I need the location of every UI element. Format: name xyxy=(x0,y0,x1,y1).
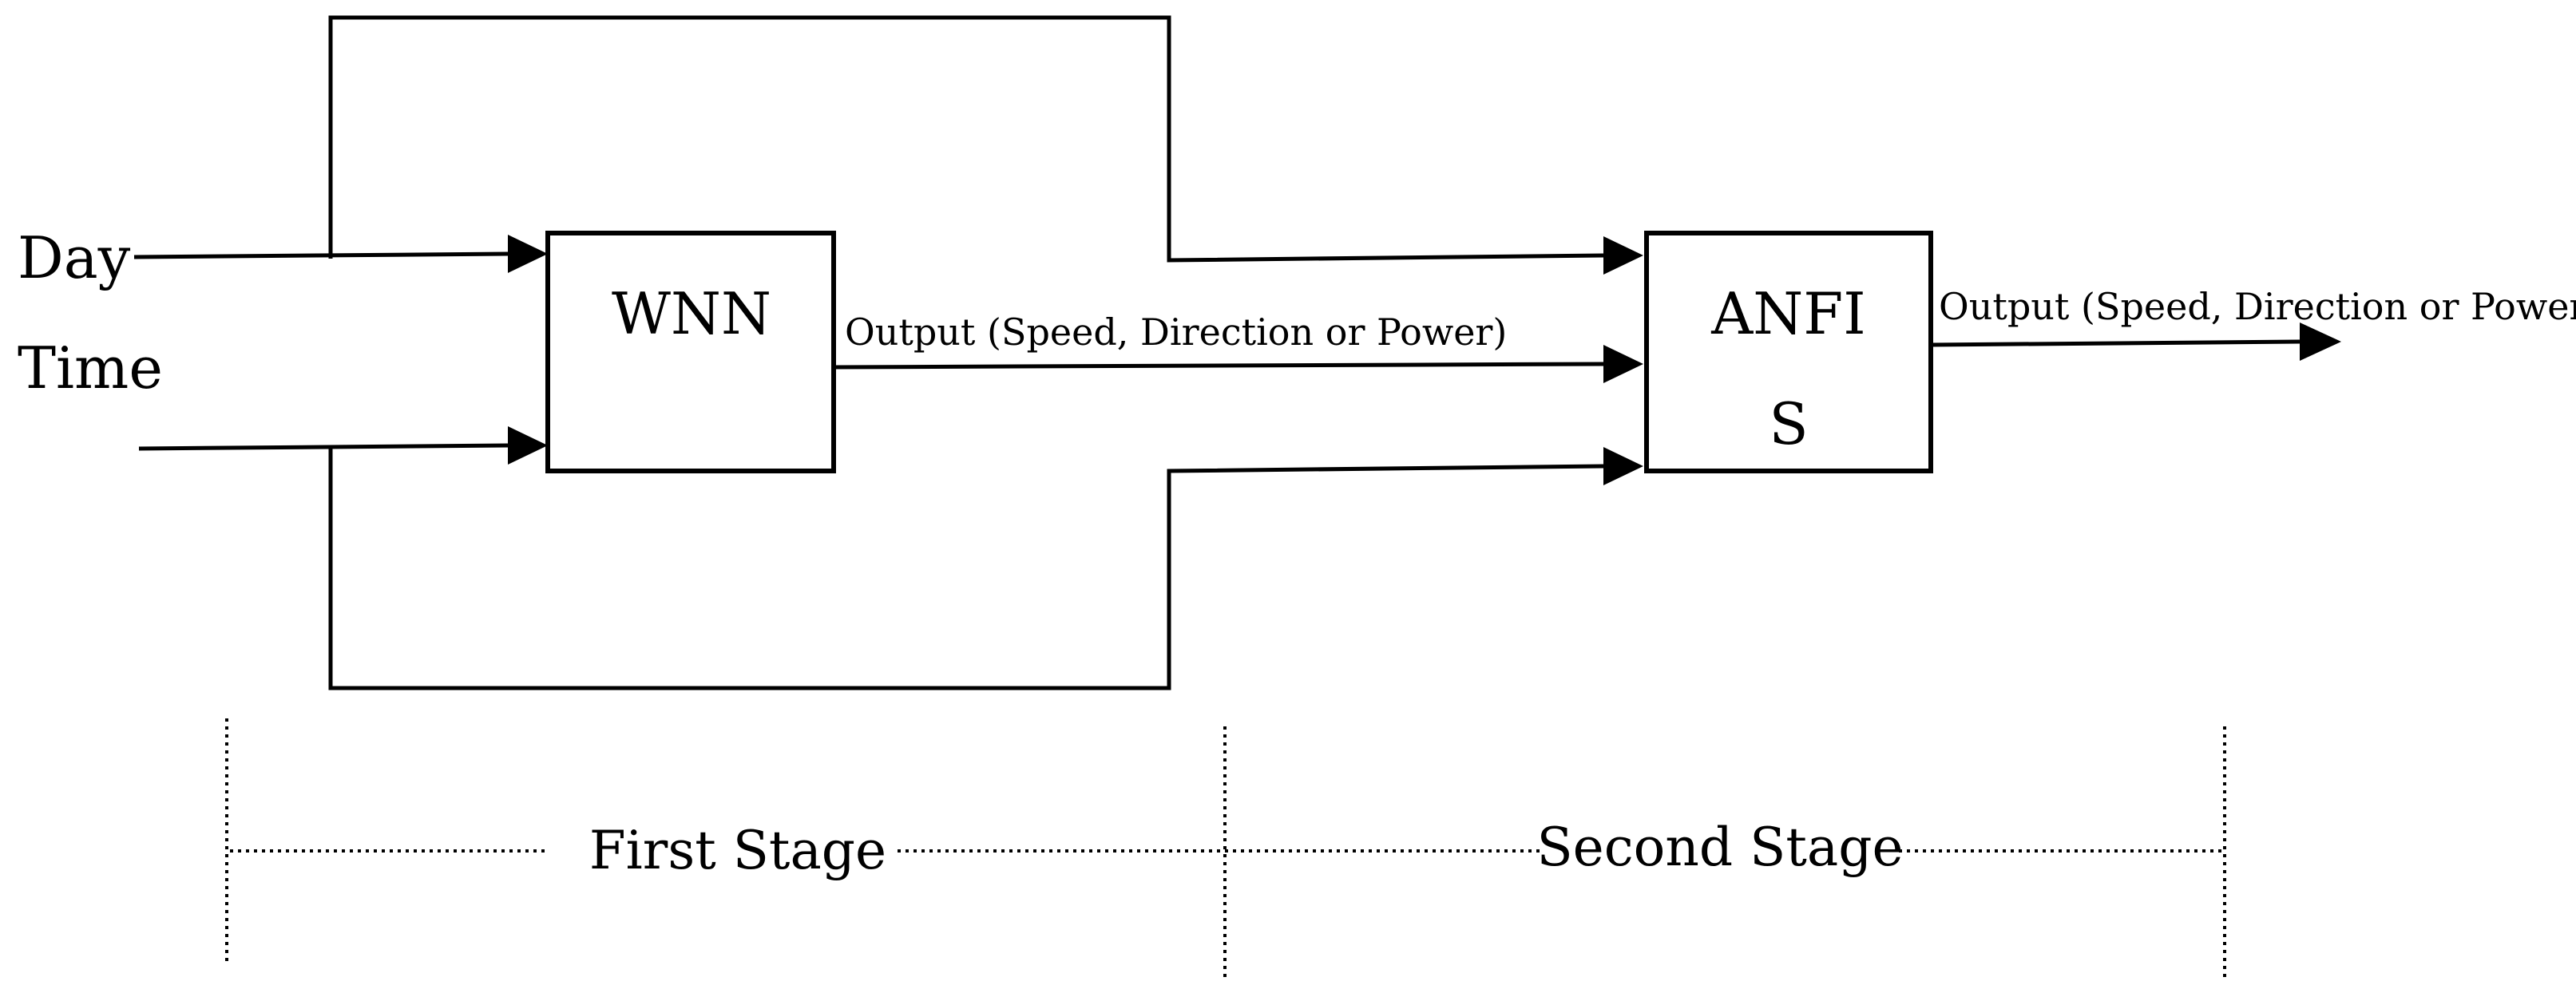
time-arrowhead xyxy=(508,426,548,465)
time-input-line xyxy=(138,443,509,451)
wnn-block xyxy=(545,231,836,473)
day-input-line xyxy=(133,251,509,259)
wnn-label: WNN xyxy=(612,280,771,347)
first-stage-label: First Stage xyxy=(589,820,886,881)
anfis-output-line xyxy=(1930,339,2301,347)
second-stage-label: Second Stage xyxy=(1536,817,1903,878)
anfis-output-label: Output (Speed, Direction or Power) xyxy=(1939,285,2576,328)
anfis-label-line1: ANFI xyxy=(1710,280,1865,347)
anfis-label-line2: S xyxy=(1769,390,1808,457)
input-label-day: Day xyxy=(18,224,131,291)
day-bypass-line xyxy=(328,15,1604,263)
input-label-time: Time xyxy=(18,334,163,402)
bypass-bottom-arrowhead xyxy=(1603,447,1643,485)
wnn-output-label: Output (Speed, Direction or Power) xyxy=(845,311,1507,354)
bypass-top-arrowhead xyxy=(1603,236,1643,275)
anfis-block xyxy=(1644,231,1933,473)
wnn-output-line xyxy=(833,362,1604,370)
wnn-output-arrowhead xyxy=(1603,345,1643,383)
day-arrowhead xyxy=(508,235,548,273)
time-bypass-line xyxy=(328,447,1604,690)
anfis-output-arrowhead xyxy=(2300,322,2341,361)
